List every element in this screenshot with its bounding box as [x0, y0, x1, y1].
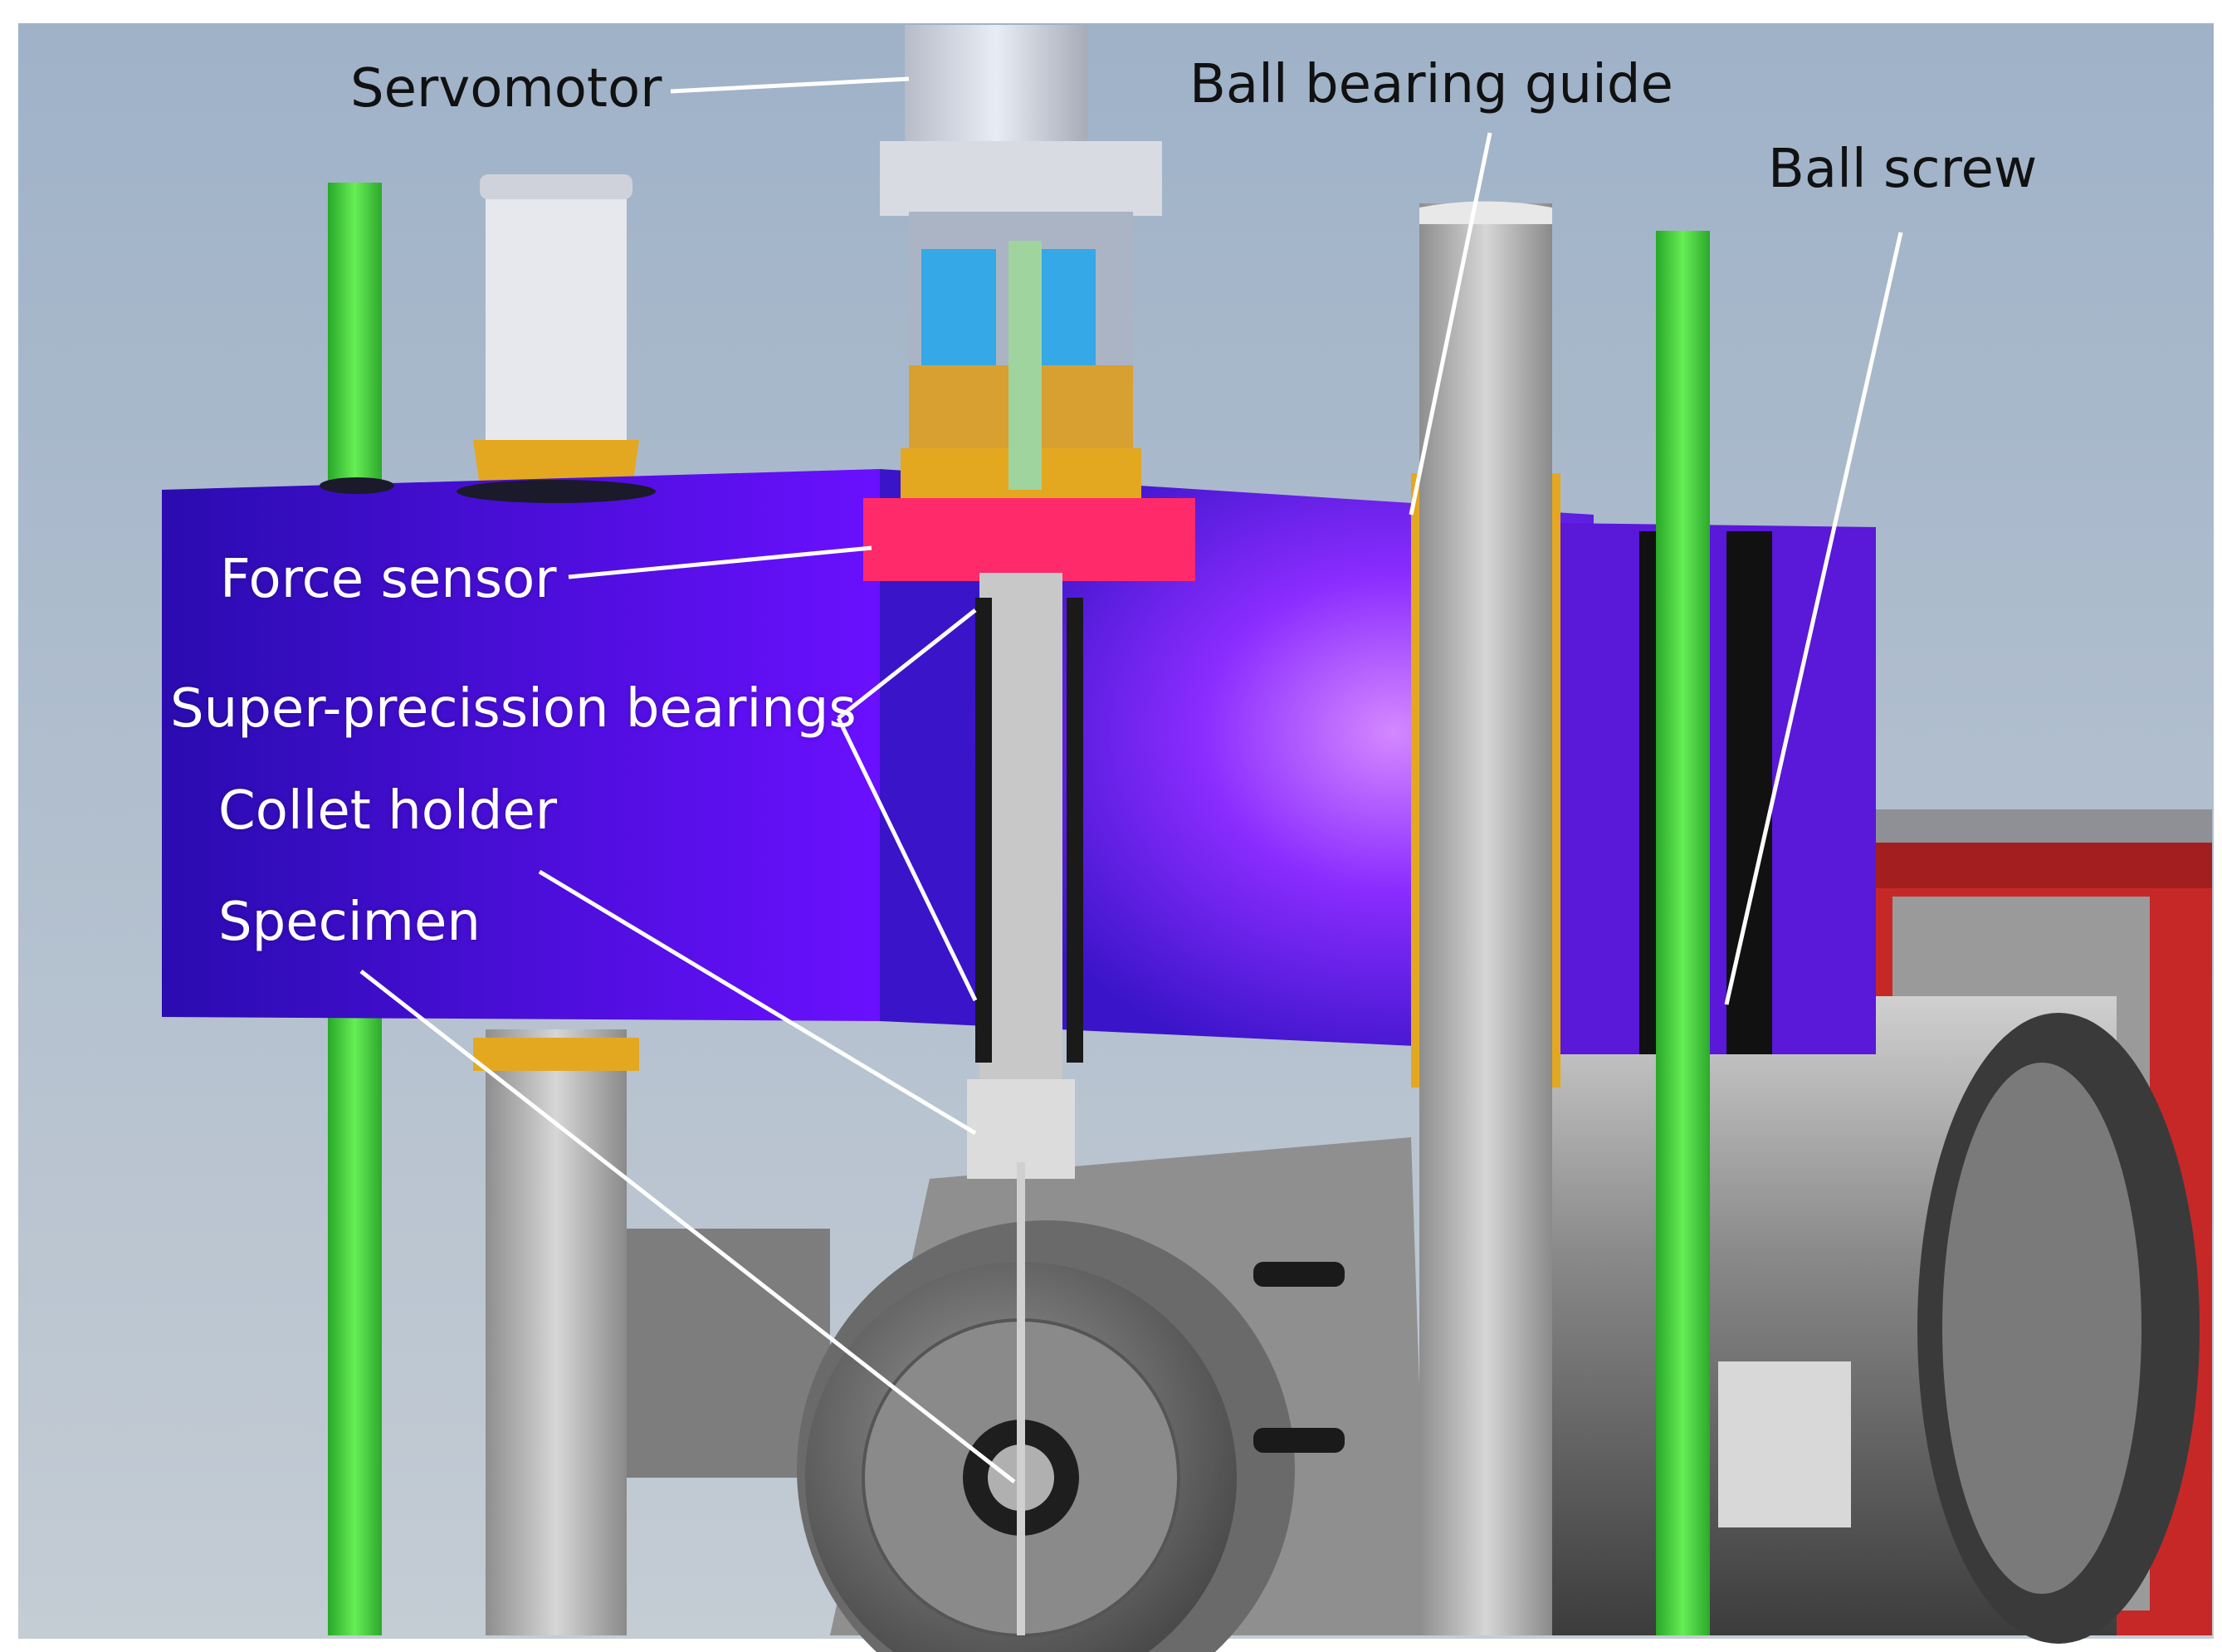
chuck-assembly — [614, 1137, 1428, 1652]
leader-force-sensor — [568, 545, 872, 579]
label-servomotor: Servomotor — [350, 58, 662, 120]
guide-column-left — [486, 1029, 627, 1635]
left-top-cap — [473, 174, 639, 486]
leader-ball-screw — [1724, 232, 1903, 1005]
label-specimen: Specimen — [218, 892, 481, 953]
leader-ball-bearing-guide — [1409, 132, 1492, 516]
leader-specimen — [359, 970, 1016, 1483]
motor-cylinder-right — [1536, 996, 2200, 1644]
central-shaft-assembly — [863, 25, 1195, 1635]
leader-servomotor — [670, 76, 910, 94]
leader-bearings-bottom — [836, 716, 978, 1002]
label-super-precision-bearings: Super-precission bearings — [170, 678, 857, 740]
ball-bearing-guide-column — [1411, 201, 1560, 1635]
leader-bearings-top — [837, 609, 977, 720]
ball-screw-right — [1656, 231, 1710, 1635]
label-force-sensor: Force sensor — [220, 549, 557, 610]
leader-collet-holder — [538, 869, 977, 1136]
leader-lines — [359, 76, 1903, 1483]
label-collet-holder: Collet holder — [218, 780, 558, 842]
label-ball-bearing-guide: Ball bearing guide — [1189, 54, 1673, 115]
label-ball-screw: Ball screw — [1768, 139, 2038, 200]
